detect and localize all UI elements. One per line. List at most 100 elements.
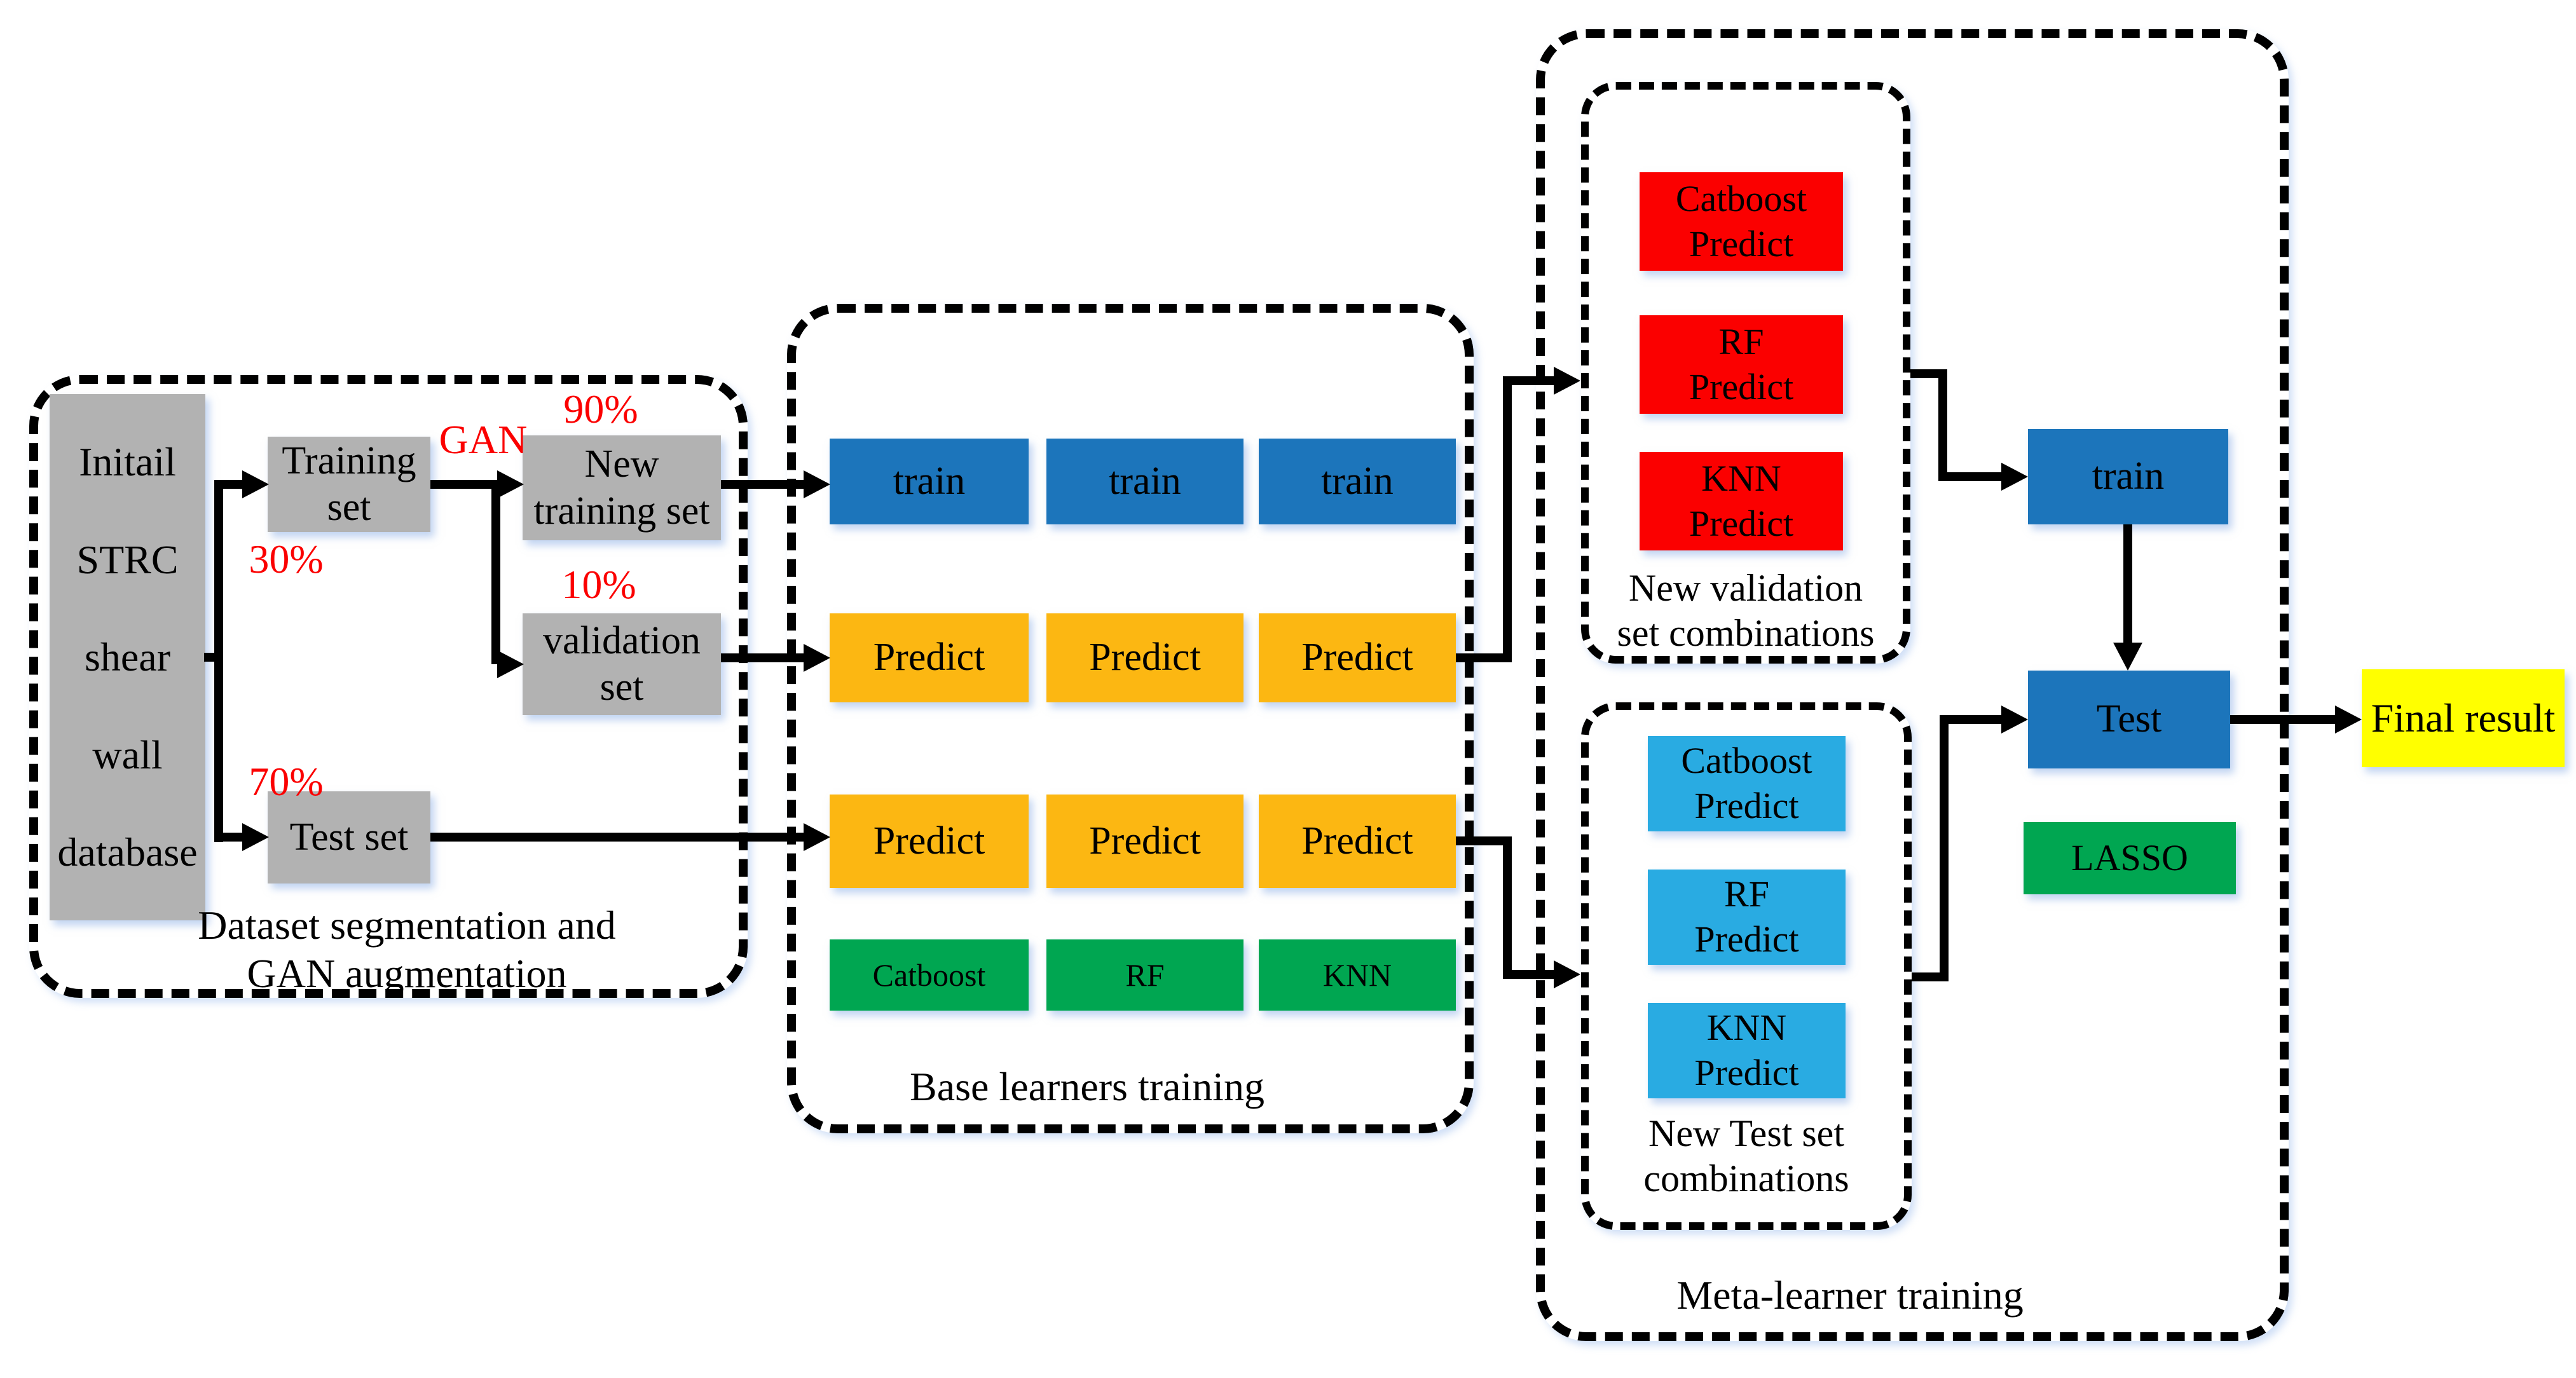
test-combo-caption-line: combinations <box>1643 1157 1849 1199</box>
connector-newtraining-to-train <box>721 480 805 489</box>
predict-label: Predict <box>1089 819 1201 863</box>
database-line: shear <box>84 634 171 680</box>
meta-test-box: Test <box>2028 671 2230 768</box>
database-box: Initail STRC shear wall database <box>50 394 205 920</box>
cyan-box-line: Predict <box>1694 1052 1799 1093</box>
arrowhead-to-predict-row1 <box>804 644 830 672</box>
meta-learner-group <box>1536 29 2289 1341</box>
cyan-box-line: KNN <box>1706 1007 1787 1049</box>
arrowhead-train-to-test <box>2113 643 2142 671</box>
test-set-label: Test set <box>289 815 409 859</box>
connector-predict1-in <box>1503 376 1556 385</box>
meta-test-label: Test <box>2096 697 2162 741</box>
learner-label: RF <box>1125 957 1165 993</box>
cyan-box-line: RF <box>1724 873 1769 915</box>
arrowhead-to-validation-combo <box>1554 367 1580 395</box>
predict-validation-box-3: Predict <box>1259 613 1456 702</box>
red-box-line: KNN <box>1701 457 1781 499</box>
database-line: database <box>57 829 198 875</box>
validation-combo-caption-line: New validation <box>1628 567 1863 609</box>
validation-set-label: validation <box>543 618 701 662</box>
connector-valcombo-out <box>1910 369 1947 378</box>
predict-validation-box-2: Predict <box>1046 613 1243 702</box>
connector-train-to-test <box>2123 524 2132 644</box>
final-result-label: Final result <box>2371 695 2556 741</box>
validation-set-box: validation set <box>523 613 721 715</box>
connector-valcombo-in <box>1938 472 2003 481</box>
connector-predict2-down <box>1503 836 1512 979</box>
test-combo-group <box>1581 702 1912 1230</box>
catboost-predict-cyan-box: Catboost Predict <box>1648 736 1846 831</box>
learner-knn-box: KNN <box>1259 939 1456 1011</box>
connector-db-to-training <box>214 480 243 489</box>
catboost-predict-red-box: Catboost Predict <box>1640 172 1843 271</box>
predict-label: Predict <box>1089 636 1201 679</box>
connector-predict1-up <box>1503 376 1512 662</box>
learner-rf-box: RF <box>1046 939 1243 1011</box>
test-combo-caption: New Test set combinations <box>1581 1111 1912 1201</box>
knn-predict-cyan-box: KNN Predict <box>1648 1003 1846 1098</box>
connector-gan-split-vertical <box>491 480 500 664</box>
cyan-box-line: Predict <box>1694 785 1799 826</box>
percent-10-label: 10% <box>561 562 636 607</box>
connector-training-gan <box>430 480 498 489</box>
final-result-box: Final result <box>2362 669 2565 767</box>
percent-70-label: 70% <box>249 759 324 804</box>
new-training-set-label: training set <box>533 489 710 533</box>
connector-validation-to-predict <box>721 653 805 662</box>
rf-predict-red-box: RF Predict <box>1640 315 1843 414</box>
arrowhead-to-training-set <box>242 470 269 498</box>
red-box-line: Predict <box>1689 222 1794 264</box>
database-line: wall <box>92 732 163 777</box>
predict-test-box-2: Predict <box>1046 795 1243 888</box>
database-line: STRC <box>76 536 179 582</box>
connector-testcombo-up <box>1940 715 1949 981</box>
percent-90-label: 90% <box>563 386 638 432</box>
training-set-label: Training <box>282 439 416 482</box>
test-set-box: Test set <box>268 791 430 883</box>
learner-catboost-box: Catboost <box>830 939 1029 1011</box>
train-label: train <box>893 459 966 503</box>
arrowhead-to-validation-set <box>497 650 524 678</box>
train-label: train <box>1109 459 1181 503</box>
connector-testcombo-in <box>1940 715 2003 724</box>
arrowhead-to-meta-test <box>2001 706 2028 733</box>
knn-predict-red-box: KNN Predict <box>1640 452 1843 550</box>
predict-label: Predict <box>1301 636 1413 679</box>
connector-db-to-test <box>214 833 243 842</box>
predict-test-box-3: Predict <box>1259 795 1456 888</box>
training-set-label: set <box>327 486 371 529</box>
dataset-caption-line: Dataset segmentation and <box>198 903 616 948</box>
connector-predict2-out <box>1456 836 1512 845</box>
arrowhead-to-meta-train <box>2001 463 2028 491</box>
validation-set-label: set <box>599 665 644 709</box>
training-set-box: Training set <box>268 437 430 532</box>
arrowhead-to-final-result <box>2335 706 2362 733</box>
predict-label: Predict <box>1301 819 1413 863</box>
arrowhead-to-test-combo <box>1554 960 1580 988</box>
red-box-line: RF <box>1718 320 1764 362</box>
predict-label: Predict <box>873 636 985 679</box>
predict-test-box-1: Predict <box>830 795 1029 888</box>
connector-test-to-final <box>2230 715 2337 724</box>
connector-testset-to-predict <box>430 833 805 842</box>
base-learners-caption: Base learners training <box>910 1064 1264 1109</box>
predict-label: Predict <box>873 819 985 863</box>
lasso-label: LASSO <box>2071 836 2188 878</box>
red-box-line: Catboost <box>1675 177 1807 219</box>
new-training-set-label: New <box>584 442 659 486</box>
connector-valcombo-down <box>1938 369 1947 481</box>
new-training-set-box: New training set <box>523 435 721 540</box>
dataset-caption-line: GAN augmentation <box>247 950 567 996</box>
connector-testcombo-out <box>1912 972 1949 981</box>
meta-train-label: train <box>2092 454 2165 498</box>
learner-label: KNN <box>1322 957 1392 993</box>
cyan-box-line: Predict <box>1694 918 1799 960</box>
validation-combo-caption-line: set combinations <box>1617 611 1875 654</box>
validation-combo-caption: New validation set combinations <box>1581 566 1910 656</box>
predict-validation-box-1: Predict <box>830 613 1029 702</box>
dataset-segmentation-group <box>29 375 748 998</box>
test-combo-caption-line: New Test set <box>1648 1112 1844 1154</box>
train-box-3: train <box>1259 439 1456 524</box>
